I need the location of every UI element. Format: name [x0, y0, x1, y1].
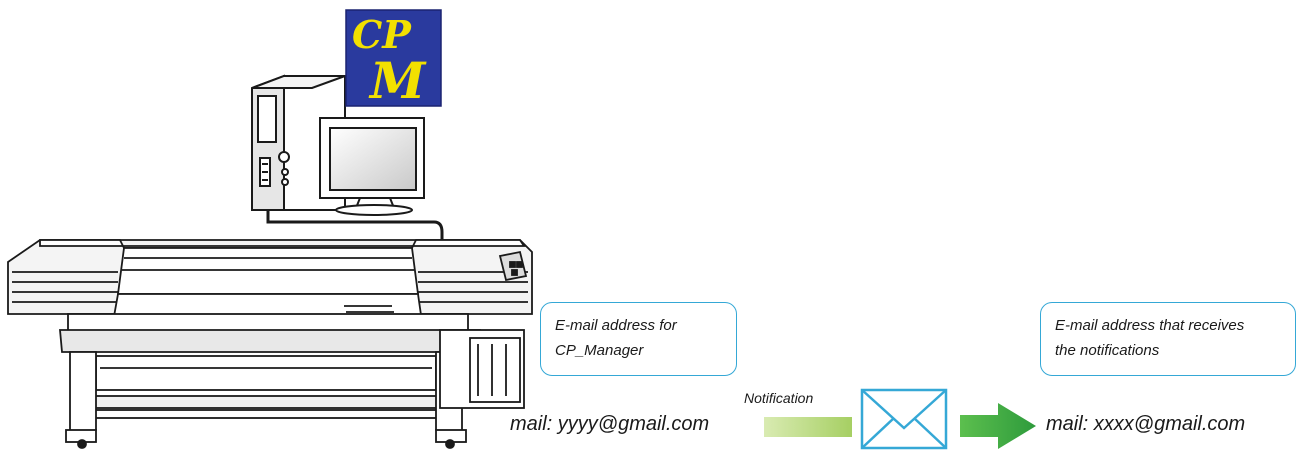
arrow-right-icon: [960, 403, 1036, 449]
cp-manager-logo: CP M: [346, 10, 441, 110]
receiver-callout-line-2: the notifications: [1055, 338, 1285, 363]
sender-mail-address: mail: yyyy@gmail.com: [510, 413, 709, 436]
notification-bar: [764, 417, 852, 437]
sender-callout-line-2: CP_Manager: [555, 338, 726, 363]
receiver-address-callout: E-mail address that receives the notific…: [1040, 302, 1296, 376]
receiver-callout-line-1: E-mail address that receives: [1055, 313, 1285, 338]
sender-callout-line-1: E-mail address for: [555, 313, 726, 338]
notification-label: Notification: [744, 390, 813, 406]
logo-line-2: M: [368, 51, 427, 110]
envelope-icon: [862, 390, 946, 448]
sender-address-callout: E-mail address for CP_Manager: [540, 302, 737, 376]
printer-icon: [8, 240, 532, 448]
receiver-mail-address: mail: xxxx@gmail.com: [1046, 413, 1245, 436]
